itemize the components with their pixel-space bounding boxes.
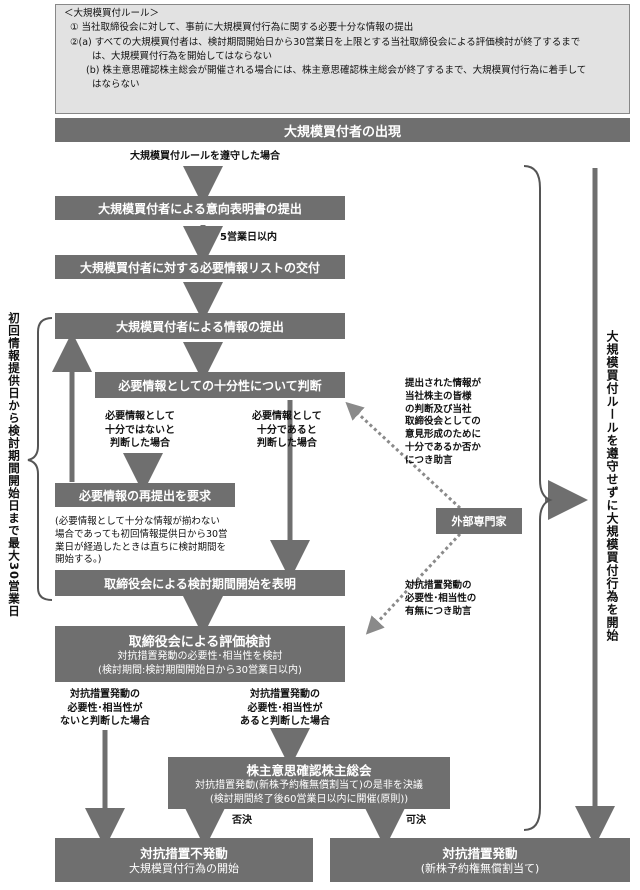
five-days-label: 5営業日以内: [220, 232, 277, 243]
note-line-1: (必要情報として十分な情報が揃わない: [55, 516, 220, 527]
expert-advice-upper: 提出された情報が 当社株主の皆様 の判断及び当社 取締役会としての 意見形成のた…: [405, 378, 481, 468]
info-submit-box: 大規模買付者による情報の提出: [55, 313, 345, 339]
sufficient-line-3: 判断した場合: [256, 438, 317, 449]
advice1-line-2: 当社株主の皆様: [405, 390, 472, 402]
expert-advice-lower: 対抗措置発動の 必要性･相当性の 有無につき助言: [405, 580, 476, 618]
appearance-label: 大規模買付者の出現: [283, 124, 401, 140]
action-title: 対抗措置発動: [442, 846, 518, 862]
insufficient-line-1: 必要情報として: [105, 411, 175, 422]
resubmit-note: (必要情報として十分な情報が揃わない 場合であっても初回情報提供日から30営 業…: [55, 516, 228, 567]
need-line-3: あると判断した場合: [240, 716, 330, 727]
intent-letter-label: 大規模買付者による意向表明書の提出: [98, 201, 302, 216]
advice2-line-1: 対抗措置発動の: [405, 580, 472, 591]
appearance-box: 大規模買付者の出現: [55, 118, 630, 142]
advice1-line-6: 十分であるか否か: [405, 442, 481, 454]
rules-item-2a-line1: ②(a) すべての大規模買付者は、検討期間開始日から30営業日を上限とする当社取…: [70, 36, 581, 48]
info-list-label: 大規模買付者に対する必要情報リストの交付: [79, 260, 320, 275]
review-start-box: 取締役会による検討期間開始を表明: [55, 570, 345, 596]
info-list-box: 大規模買付者に対する必要情報リストの交付: [55, 255, 345, 279]
intent-letter-box: 大規模買付者による意向表明書の提出: [55, 196, 345, 220]
no-need-line-2: 必要性･相当性が: [67, 702, 143, 714]
need-line-2: 必要性･相当性が: [247, 702, 323, 714]
no-need-label: 対抗措置発動の 必要性･相当性が ないと判断した場合: [60, 688, 150, 729]
meeting-box: 株主意思確認株主総会 対抗措置発動(新株予約権無償割当て)の是非を決議 (検討期…: [168, 757, 450, 809]
advice1-line-5: 意見形成のために: [405, 429, 482, 441]
resubmit-box: 必要情報の再提出を要求: [55, 483, 235, 507]
evaluation-sub-2: (検討期間:検討期間開始日から30営業日以内): [98, 664, 302, 676]
judge-box: 必要情報としての十分性について判断: [95, 372, 345, 398]
rules-item-2b-line1: (b) 株主意思確認株主総会が開催される場合には、株主意思確認株主総会が終了する…: [86, 65, 587, 76]
sufficient-label: 必要情報として 十分であると 判断した場合: [252, 410, 322, 451]
need-line-1: 対抗措置発動の: [250, 689, 320, 700]
advice1-line-7: につき助言: [405, 454, 453, 466]
insufficient-label: 必要情報として 十分ではないと 判断した場合: [105, 410, 175, 451]
no-action-box: 対抗措置不発動 大規模買付行為の開始: [55, 838, 313, 882]
judge-label: 必要情報としての十分性について判断: [118, 378, 322, 393]
sufficient-line-2: 十分であると: [256, 424, 317, 436]
right-vertical-label: 大規模買付ルールを遵守せずに大規模買付行為を開始: [605, 330, 619, 642]
meeting-sub-2: (検討期間終了後60営業日以内に開催(原則)): [209, 793, 409, 805]
rules-panel: ＜大規模買付ルール＞ ① 当社取締役会に対して、事前に大規模買付行為に関する必要…: [55, 4, 630, 114]
info-submit-label: 大規模買付者による情報の提出: [116, 319, 284, 334]
expert-box: 外部専門家: [436, 508, 522, 534]
rules-item-1: ① 当社取締役会に対して、事前に大規模買付行為に関する必要十分な情報の提出: [70, 22, 414, 34]
no-need-line-3: ないと判断した場合: [60, 716, 150, 727]
comply-label: 大規模買付ルールを遵守した場合: [130, 151, 280, 162]
note-line-4: 開始する。): [55, 554, 102, 566]
resubmit-label: 必要情報の再提出を要求: [78, 488, 211, 503]
left-vertical-label: 初回情報提供日から検討期間開始日まで最大30営業日: [7, 312, 21, 618]
advice2-line-3: 有無につき助言: [405, 605, 472, 617]
advice2-line-2: 必要性･相当性の: [405, 592, 477, 604]
expert-label: 外部専門家: [451, 515, 507, 528]
no-action-sub: 大規模買付行為の開始: [129, 862, 239, 876]
rules-item-2b-line2: はならない: [92, 79, 140, 91]
no-need-line-1: 対抗措置発動の: [70, 689, 140, 700]
action-sub: (新株予約権無償割当て): [420, 862, 540, 876]
advice1-line-3: の判断及び当社: [405, 403, 472, 415]
insufficient-line-2: 十分ではないと: [105, 424, 175, 436]
evaluation-box: 取締役会による評価検討 対抗措置発動の必要性･相当性を検討 (検討期間:検討期間…: [55, 626, 345, 682]
evaluation-title: 取締役会による評価検討: [128, 635, 272, 650]
approved-label: 可決: [406, 815, 426, 826]
action-box: 対抗措置発動 (新株予約権無償割当て): [330, 838, 630, 882]
meeting-sub-1: 対抗措置発動(新株予約権無償割当て)の是非を決議: [195, 780, 423, 791]
rules-heading: ＜大規模買付ルール＞: [64, 8, 160, 19]
advice1-line-1: 提出された情報が: [405, 378, 482, 389]
review-start-label: 取締役会による検討期間開始を表明: [104, 576, 296, 591]
left-brace: [27, 317, 53, 601]
meeting-title: 株主意思確認株主総会: [246, 763, 372, 778]
no-action-title: 対抗措置不発動: [140, 846, 228, 862]
insufficient-line-3: 判断した場合: [110, 438, 170, 449]
right-brace: [523, 165, 553, 831]
note-line-3: 業日が経過したときは直ちに検討期間を: [55, 541, 227, 553]
note-line-2: 場合であっても初回情報提供日から30営: [55, 528, 228, 540]
rules-item-2a-line2: は、大規模買付行為を開始してはならない: [92, 50, 273, 62]
dotted-advice-upper: [345, 401, 462, 510]
advice1-line-4: 取締役会としての: [405, 416, 481, 428]
evaluation-sub-1: 対抗措置発動の必要性･相当性を検討: [117, 651, 283, 662]
need-label: 対抗措置発動の 必要性･相当性が あると判断した場合: [240, 688, 330, 729]
rejected-label: 否決: [232, 815, 252, 826]
sufficient-line-1: 必要情報として: [252, 411, 322, 422]
